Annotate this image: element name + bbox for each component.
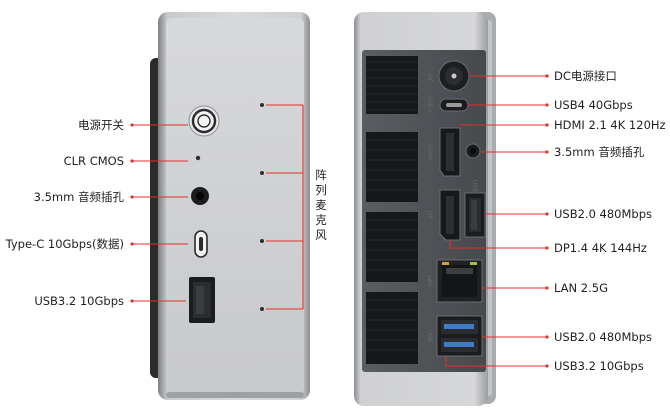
usb-a-port-icon xyxy=(189,277,215,323)
dp-mark: DP xyxy=(426,211,433,220)
usb2-port-icon xyxy=(464,192,486,238)
dp-port-icon xyxy=(439,189,461,241)
label-lan: LAN 2.5G xyxy=(554,281,608,295)
rear-audio-jack-icon xyxy=(465,143,481,159)
lan-mark: LAN xyxy=(426,275,433,287)
label-dc-power: DC电源接口 xyxy=(554,69,617,83)
label-clr-cmos: CLR CMOS xyxy=(63,154,124,168)
usb-bottom-mark: USB xyxy=(426,330,433,342)
usb4-port-icon xyxy=(439,98,469,112)
label-front-usb32: USB3.2 10Gbps xyxy=(34,294,124,308)
label-hdmi: HDMI 2.1 4K 120Hz xyxy=(554,118,666,132)
left-callout-lines xyxy=(132,104,304,310)
label-mic-array: 阵列麦克风 xyxy=(315,168,327,242)
clr-cmos-pinhole-icon xyxy=(195,155,201,161)
usb-double-port-icon xyxy=(436,315,483,357)
lan-port-icon xyxy=(436,259,483,303)
label-power-switch: 电源开关 xyxy=(78,118,124,132)
right-callout-lines xyxy=(445,75,547,367)
hdmi-port-icon xyxy=(439,127,461,177)
rear-device xyxy=(354,12,496,406)
label-dp: DP1.4 4K 144Hz xyxy=(554,241,647,255)
power-button-icon xyxy=(188,105,220,137)
microphone-array-icon xyxy=(260,103,264,311)
label-rear-audio: 3.5mm 音频插孔 xyxy=(554,145,645,159)
usbc-mark: USB-C xyxy=(426,96,433,115)
label-usb20-b: USB2.0 480Mbps xyxy=(554,330,653,344)
hdmi-mark: HDMI xyxy=(426,144,433,160)
dc-mark: DC xyxy=(426,74,433,83)
left-callout-dots xyxy=(130,123,134,303)
label-usb20-a: USB2.0 480Mbps xyxy=(554,207,653,221)
label-type-c: Type-C 10Gbps(数据) xyxy=(5,237,124,251)
front-device xyxy=(150,12,310,400)
dc-jack-icon xyxy=(438,60,470,92)
label-usb4: USB4 40Gbps xyxy=(554,98,633,112)
label-rear-usb32: USB3.2 10Gbps xyxy=(554,359,644,373)
usb-c-port-icon xyxy=(194,230,208,258)
right-callout-dots xyxy=(545,74,549,368)
audio-jack-icon xyxy=(191,187,209,205)
usb-mark: USB xyxy=(471,180,478,192)
label-front-audio: 3.5mm 音频插孔 xyxy=(33,190,124,204)
